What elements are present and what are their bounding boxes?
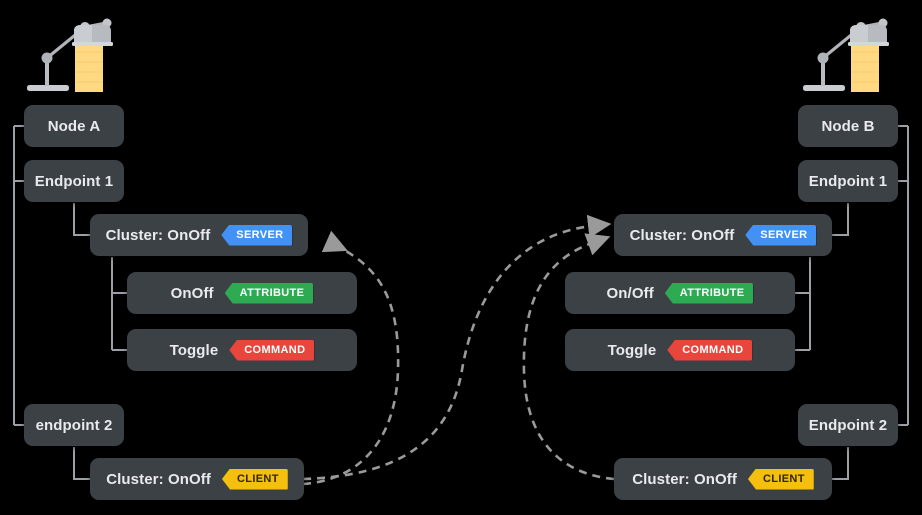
left-command-label: Toggle — [169, 341, 219, 359]
left-endpoint-1-box[interactable]: Endpoint 1 — [24, 160, 124, 202]
right-endpoint-1-label: Endpoint 1 — [808, 172, 888, 190]
command-badge: COMMAND — [229, 339, 315, 361]
node-a-label: Node A — [47, 117, 101, 135]
left-attribute-row[interactable]: OnOff ATTRIBUTE — [127, 272, 357, 314]
left-command-row[interactable]: Toggle COMMAND — [127, 329, 357, 371]
left-server-cluster-label: Cluster: OnOff — [105, 226, 211, 244]
right-endpoint-2-label: Endpoint 2 — [808, 416, 888, 434]
desk-lamp-icon-left — [27, 18, 113, 92]
attribute-badge: ATTRIBUTE — [224, 282, 314, 304]
client-badge: CLIENT — [747, 468, 814, 490]
right-command-label: Toggle — [607, 341, 657, 359]
right-client-cluster-label: Cluster: OnOff — [632, 470, 737, 488]
server-badge: SERVER — [745, 224, 817, 246]
left-client-cluster-label: Cluster: OnOff — [106, 470, 211, 488]
right-attribute-label: On/Off — [606, 284, 654, 302]
right-attribute-row[interactable]: On/Off ATTRIBUTE — [565, 272, 795, 314]
attribute-badge: ATTRIBUTE — [664, 282, 754, 304]
right-command-row[interactable]: Toggle COMMAND — [565, 329, 795, 371]
node-b-box[interactable]: Node B — [798, 105, 898, 147]
left-attribute-label: OnOff — [170, 284, 214, 302]
right-endpoint-2-box[interactable]: Endpoint 2 — [798, 404, 898, 446]
left-endpoint-2-box[interactable]: endpoint 2 — [24, 404, 124, 446]
node-a-box[interactable]: Node A — [24, 105, 124, 147]
left-endpoint-2-label: endpoint 2 — [35, 416, 113, 434]
left-server-cluster[interactable]: Cluster: OnOff SERVER — [90, 214, 308, 256]
desk-lamp-icon-right — [803, 18, 889, 92]
left-endpoint-1-label: Endpoint 1 — [34, 172, 114, 190]
right-client-cluster[interactable]: Cluster: OnOff CLIENT — [614, 458, 832, 500]
client-badge: CLIENT — [221, 468, 288, 490]
right-server-cluster-label: Cluster: OnOff — [629, 226, 735, 244]
left-client-cluster[interactable]: Cluster: OnOff CLIENT — [90, 458, 304, 500]
command-badge: COMMAND — [667, 339, 753, 361]
right-server-cluster[interactable]: Cluster: OnOff SERVER — [614, 214, 832, 256]
right-endpoint-1-box[interactable]: Endpoint 1 — [798, 160, 898, 202]
server-badge: SERVER — [221, 224, 293, 246]
node-b-label: Node B — [821, 117, 875, 135]
